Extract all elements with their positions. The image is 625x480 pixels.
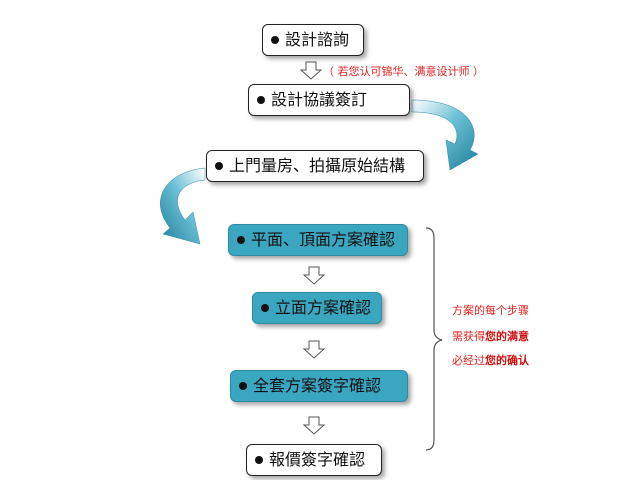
side-note-line2-bold: 您的满意 bbox=[485, 330, 529, 343]
step-label: 平面、頂面方案確認 bbox=[251, 230, 396, 249]
step-quote-signoff: 報價簽字確認 bbox=[246, 444, 382, 476]
bullet-icon bbox=[239, 382, 247, 390]
curved-arrow-left bbox=[160, 167, 206, 245]
side-note-line3: 必经过您的确认 bbox=[452, 352, 529, 368]
step-label: 立面方案確認 bbox=[275, 298, 372, 317]
step-design-consultation: 設計諮詢 bbox=[262, 24, 364, 56]
step-label: 報價簽字確認 bbox=[269, 450, 366, 469]
bullet-icon bbox=[261, 304, 269, 312]
step-label: 設計協議簽訂 bbox=[271, 90, 368, 109]
side-note-line2-prefix: 需获得 bbox=[452, 330, 485, 343]
curved-arrow-right bbox=[411, 99, 479, 171]
step-label: 全套方案簽字確認 bbox=[253, 376, 382, 395]
step-floor-ceiling-plan: 平面、頂面方案確認 bbox=[228, 224, 408, 256]
step-site-measurement: 上門量房、拍攝原始結構 bbox=[206, 150, 424, 182]
right-brace bbox=[425, 227, 443, 451]
bullet-icon bbox=[271, 36, 279, 44]
down-arrow-3 bbox=[302, 340, 326, 359]
step-label: 上門量房、拍攝原始結構 bbox=[229, 156, 406, 175]
bullet-icon bbox=[255, 456, 263, 464]
step-elevation-plan: 立面方案確認 bbox=[252, 292, 382, 324]
side-note-line1: 方案的每个步骤 bbox=[452, 304, 529, 317]
step-label: 設計諮詢 bbox=[285, 30, 350, 49]
bullet-icon bbox=[215, 162, 223, 170]
down-arrow-1 bbox=[299, 61, 323, 80]
condition-note: （ 若您认可锦华、满意设计师 ） bbox=[323, 65, 484, 78]
step-full-plan-signoff: 全套方案簽字確認 bbox=[230, 370, 408, 402]
side-note-line2: 需获得您的满意 bbox=[452, 328, 529, 344]
down-arrow-4 bbox=[302, 416, 326, 435]
down-arrow-2 bbox=[302, 266, 326, 285]
side-note-line3-bold: 您的确认 bbox=[485, 354, 529, 367]
side-note-line3-prefix: 必经过 bbox=[452, 354, 485, 367]
bullet-icon bbox=[237, 236, 245, 244]
step-design-agreement: 設計協議簽訂 bbox=[248, 84, 410, 116]
bullet-icon bbox=[257, 96, 265, 104]
